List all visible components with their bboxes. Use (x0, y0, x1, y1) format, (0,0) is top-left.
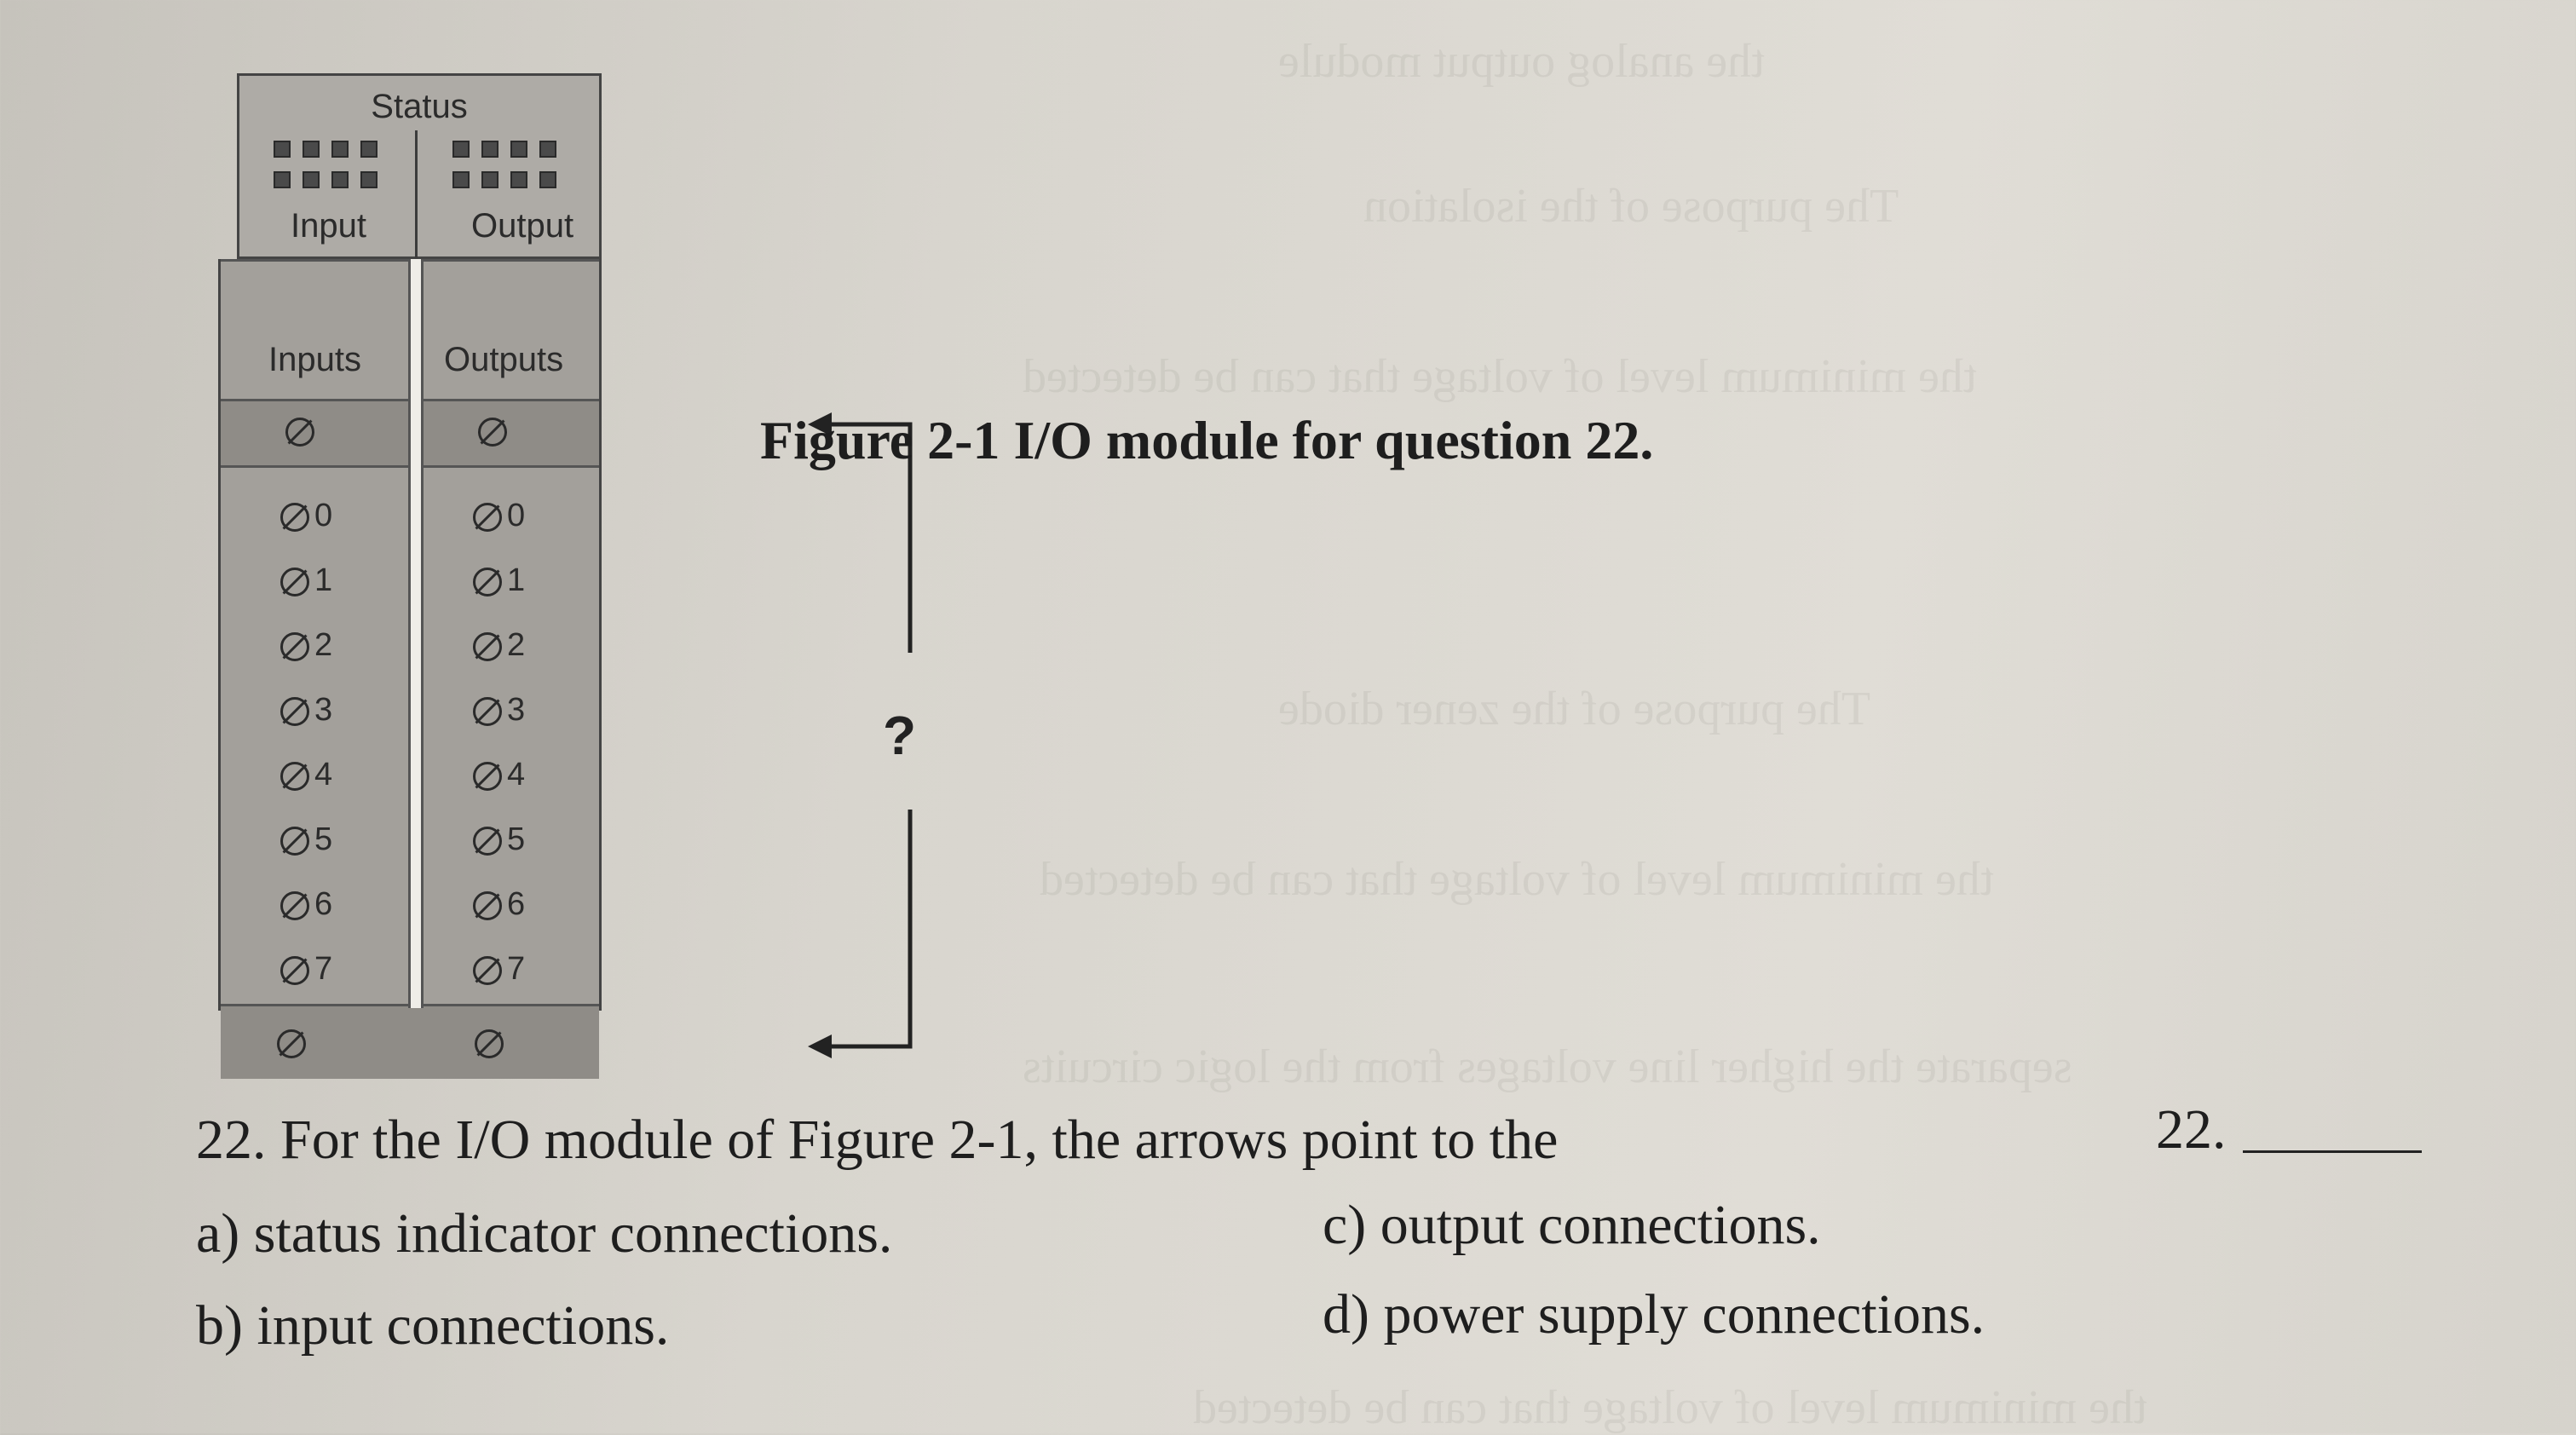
column-divider (408, 259, 424, 1008)
output-terminal-number: 0 (507, 498, 526, 533)
bleed-through-text: The purpose of the zener diode (1278, 683, 1871, 735)
output-terminal-screw (473, 503, 502, 532)
output-terminal-number: 1 (507, 562, 526, 598)
output-terminal-number: 5 (507, 821, 526, 857)
output-terminal-number: 3 (507, 692, 526, 728)
output-terminal-screw (473, 956, 502, 985)
status-led (331, 141, 349, 158)
bleed-through-text: the minimum level of voltage that can be… (1193, 1381, 2147, 1434)
status-led (331, 171, 349, 188)
input-status-leds (274, 141, 377, 188)
status-led (539, 141, 556, 158)
option-d: d) power supply connections. (1323, 1283, 1985, 1346)
output-terminal-screw (473, 827, 502, 856)
terminal-body: Inputs Outputs 0 1 2 3 4 5 6 7 0 1 2 3 4 5 6 7 (218, 259, 602, 1079)
question-stem: 22. For the I/O module of Figure 2-1, th… (196, 1109, 1559, 1171)
status-output-label: Output (471, 207, 574, 245)
input-terminal-number: 6 (314, 886, 333, 922)
input-terminal-number: 0 (314, 498, 333, 533)
input-terminal-number: 4 (314, 757, 333, 792)
status-led (274, 171, 291, 188)
status-input-label: Input (291, 207, 366, 245)
input-terminal-screw (280, 568, 309, 596)
status-panel: Status Input Output (237, 73, 602, 259)
bleed-through-text: The purpose of the isolation (1363, 180, 1899, 233)
option-c: c) output connections. (1323, 1194, 1821, 1256)
status-led (303, 171, 320, 188)
bracket-arrows (808, 412, 913, 1058)
answer-blank-line (2243, 1150, 2422, 1153)
output-terminal-screw (473, 697, 502, 726)
input-terminal-screw (280, 956, 309, 985)
io-module-figure: Status Input Output (218, 73, 916, 1079)
status-led (303, 141, 320, 158)
bleed-through-text: the analog output module (1278, 35, 1765, 88)
input-terminal-number: 2 (314, 627, 333, 663)
output-terminal-number: 7 (507, 951, 526, 987)
output-terminal-screw (473, 891, 502, 920)
top-output-terminal-screw (478, 418, 507, 447)
status-label: Status (371, 88, 468, 125)
output-terminal-number: 6 (507, 886, 526, 922)
input-terminal-number: 1 (314, 562, 333, 598)
bleed-through-text: separate the higher line voltages from t… (1023, 1040, 2072, 1093)
output-terminal-screw (473, 762, 502, 791)
outputs-header: Outputs (444, 341, 564, 378)
input-terminal-number: 3 (314, 692, 333, 728)
option-a: a) status indicator connections. (196, 1202, 893, 1265)
bottom-input-terminal-screw (277, 1029, 306, 1058)
figure-caption: Figure 2-1 I/O module for question 22. (760, 410, 1654, 470)
output-terminal-number: 2 (507, 627, 526, 663)
status-led (360, 141, 377, 158)
output-status-leds (452, 141, 556, 188)
status-led (510, 141, 527, 158)
upper-arrow (808, 412, 913, 653)
input-terminal-number: 5 (314, 821, 333, 857)
input-terminal-screw (280, 891, 309, 920)
bleed-through-text: the minimum level of voltage that can be… (1023, 350, 1977, 403)
bottom-output-terminal-screw (475, 1029, 504, 1058)
status-led (452, 141, 470, 158)
status-led (510, 171, 527, 188)
input-terminal-screw (280, 503, 309, 532)
answer-number: 22. (2156, 1098, 2227, 1161)
output-terminal-number: 4 (507, 757, 526, 792)
status-led (539, 171, 556, 188)
input-terminal-number: 7 (314, 951, 333, 987)
status-led (360, 171, 377, 188)
input-terminal-screw (280, 632, 309, 661)
input-terminal-screw (280, 697, 309, 726)
status-led (452, 171, 470, 188)
status-led (481, 141, 498, 158)
input-terminal-screw (280, 762, 309, 791)
input-terminal-screw (280, 827, 309, 856)
status-led (481, 171, 498, 188)
output-terminal-screw (473, 568, 502, 596)
option-b: b) input connections. (196, 1294, 670, 1357)
top-input-terminal-screw (285, 418, 314, 447)
bleed-through-text: the minimum level of voltage that can be… (1040, 853, 1994, 906)
question-mark: ? (883, 705, 917, 766)
inputs-header: Inputs (268, 341, 361, 378)
lower-arrow (808, 810, 913, 1058)
output-terminal-screw (473, 632, 502, 661)
status-led (274, 141, 291, 158)
status-divider (415, 130, 418, 258)
